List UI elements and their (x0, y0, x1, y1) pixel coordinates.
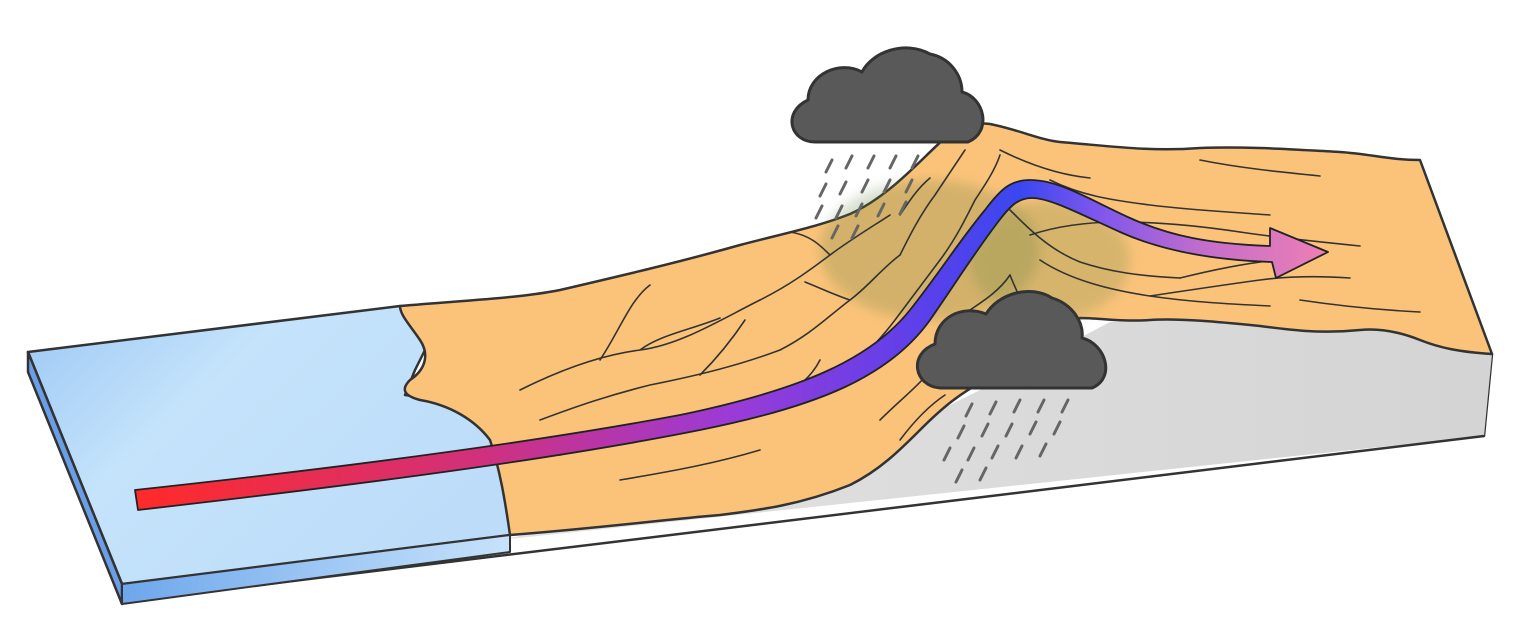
valley-line (899, 149, 966, 256)
cloud-body (916, 290, 1108, 390)
valley-line (639, 317, 721, 351)
air-flow-arrow (134, 179, 1329, 511)
valley-line (1199, 159, 1321, 177)
valley-line (699, 319, 746, 376)
valley-line (1049, 179, 1271, 216)
valley-line (1149, 275, 1351, 297)
valley-line (999, 149, 1091, 179)
valley-line (969, 274, 1011, 311)
valley-line (539, 349, 781, 421)
block-side-face (500, 312, 1492, 540)
valley-line (939, 154, 1001, 261)
cloud-body (790, 46, 985, 144)
valley-line (599, 284, 651, 361)
valley-line (804, 281, 851, 301)
valley-line (1299, 299, 1421, 313)
rain-streaks (814, 154, 920, 240)
valley-line (1009, 209, 1181, 279)
valley-line (789, 231, 831, 256)
rain-streaks (942, 398, 1070, 484)
leeward-shadow (970, 200, 1130, 320)
valley-line (619, 449, 761, 481)
rain-cloud-lower (916, 290, 1108, 484)
ocean-front-face-long (121, 534, 511, 605)
valley-line (899, 394, 946, 441)
rain-cloud-windward (790, 46, 985, 240)
